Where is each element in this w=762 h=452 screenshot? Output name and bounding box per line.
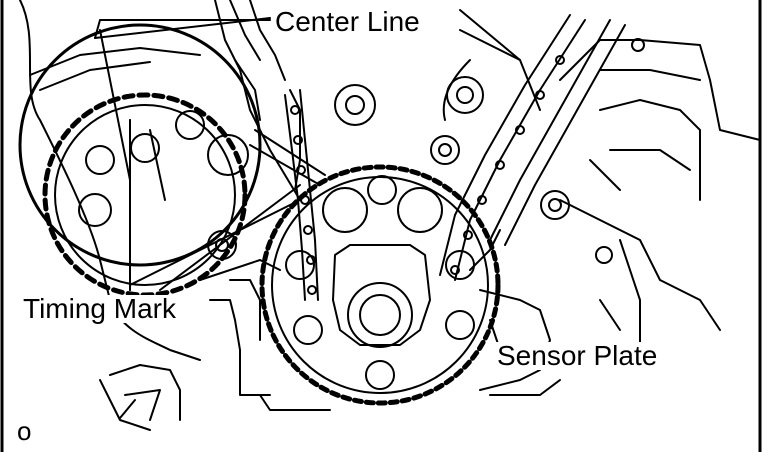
center-line-label: Center Line xyxy=(272,8,423,36)
magnified-detail xyxy=(18,23,262,298)
corner-mark-label: o xyxy=(17,416,32,446)
timing-mark-label: Timing Mark xyxy=(20,295,179,323)
idler-pulleys xyxy=(207,76,570,260)
timing-chain xyxy=(284,14,626,301)
sensor-plate-label: Sensor Plate xyxy=(494,342,661,370)
crankshaft-sprocket xyxy=(259,164,501,406)
